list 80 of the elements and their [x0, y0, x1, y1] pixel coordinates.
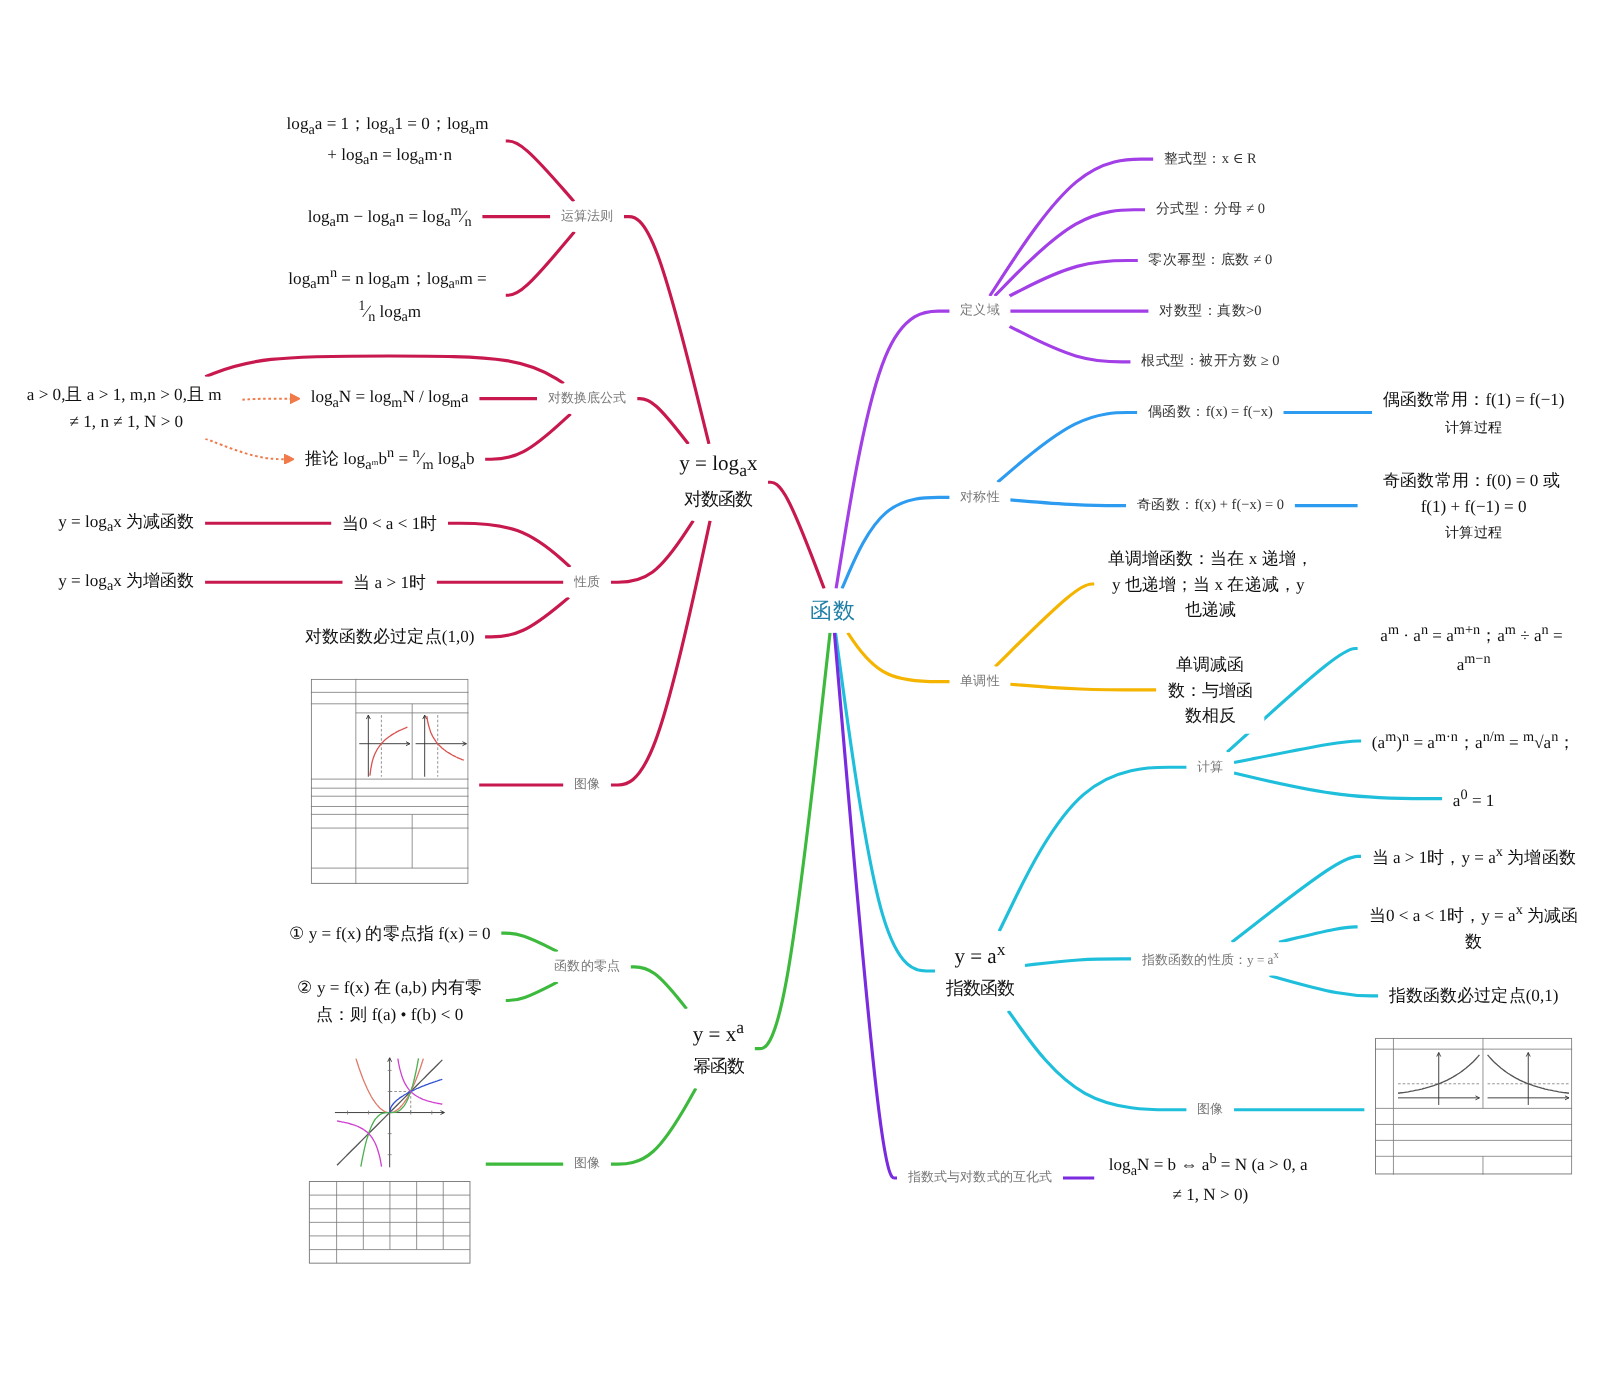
connector	[485, 412, 572, 461]
connector	[205, 580, 343, 584]
connector	[482, 215, 551, 219]
graph-drawing	[304, 1055, 476, 1266]
connector	[505, 980, 559, 1003]
node-text: log$_{a}$N = b ⇔ a$^{b}$ = N (a > 0, a ≠ 1, N > 0)	[1108, 1151, 1308, 1205]
connector	[988, 157, 1154, 297]
connector	[205, 521, 332, 525]
connector	[1230, 854, 1361, 944]
node-text: 当 a > 1时	[353, 572, 427, 592]
node-text: log$_{a}$m$^{n}$ = n log$_{a}$m；log$_{aⁿ}$m = $^{1}$⁄$_{n}$ log$_{a}$m	[288, 264, 487, 326]
node-text: a$^{0}$ = 1	[1452, 786, 1495, 810]
connector	[505, 139, 576, 203]
connector	[1010, 682, 1157, 692]
connector	[1006, 1009, 1187, 1112]
connector	[447, 521, 572, 569]
node-text: ① y = f(x) 的零点指 f(x) = 0	[288, 922, 491, 943]
node-text: y = a$^{x}$ 指数函数	[945, 939, 1015, 999]
connector	[1226, 646, 1358, 754]
node-text: a$^{m}$ · a$^{n}$ = a$^{m+n}$；a$^{m}$ ÷ a$^{n}$ = a$^{m−n}$	[1380, 622, 1563, 674]
connector	[993, 208, 1146, 298]
connector	[610, 520, 712, 787]
node-text: log$_{a}$m − log$_{a}$n = log$_{a}$$^{m}$⁄$_{n}$	[307, 202, 472, 231]
connector	[436, 580, 564, 584]
connector	[630, 965, 688, 1010]
connector	[1010, 498, 1126, 508]
connector	[624, 215, 711, 445]
connector	[768, 480, 826, 590]
node-text: 当 a > 1时，y = a$^{x}$ 为增函数	[1371, 844, 1576, 868]
node-text: y = log$_{a}$x 为减函数	[58, 510, 195, 536]
node-text: (a$^{m}$)$^{n}$ = a$^{m·n}$；a$^{n/m}$ = $^{m}$√a$^{n}$；	[1371, 729, 1576, 753]
node-text: 指数函数必过定点(0,1)	[1388, 985, 1559, 1006]
node-text: log$_{a}$N = log$_{m}$N / log$_{m}$a	[310, 386, 469, 411]
connector	[1010, 309, 1149, 313]
node-text: y = log$_{a}$x 对数函数	[679, 453, 758, 509]
node-text: 推论 log$_{aᵐ}$b$^{n}$ = $^{n}$⁄$_{m}$ log$_{a}$b	[304, 445, 475, 473]
connector	[846, 631, 950, 684]
connector	[1008, 258, 1138, 298]
node-text: log$_{a}$a = 1；log$_{a}$1 = 0；log$_{a}$m + log$_{a}$n = log$_{a}$m·n	[286, 113, 489, 169]
connector	[204, 354, 565, 385]
connector	[996, 410, 1138, 484]
connector	[832, 632, 898, 1180]
node-text: y = log$_{a}$x 为增函数	[58, 569, 195, 595]
connector	[1024, 957, 1132, 968]
connector	[754, 632, 832, 1051]
table-drawing	[310, 678, 469, 884]
connector	[1233, 771, 1443, 801]
connector	[1278, 925, 1358, 944]
connector	[833, 632, 936, 973]
node-text: 当0 < a < 1时，y = a$^{x}$ 为减函数	[1368, 902, 1579, 951]
connector	[1283, 410, 1373, 415]
connector	[834, 309, 950, 589]
node-text: 对数函数必过定点(1,0)	[304, 626, 475, 647]
node-text: ② y = f(x) 在 (a,b) 内有零点：则 f(a) • f(b) < 0	[296, 977, 483, 1023]
connector	[505, 230, 576, 297]
table-drawing	[1374, 1037, 1573, 1175]
node-text: a > 0,且 a > 1, m,n > 0,且 m ≠ 1, n ≠ 1, N > 0	[26, 384, 222, 430]
connector	[1269, 974, 1379, 998]
arrow	[204, 437, 295, 465]
connector	[1233, 739, 1362, 765]
connector	[994, 582, 1095, 668]
connector	[840, 495, 950, 590]
connector	[479, 397, 538, 401]
connector	[485, 1162, 564, 1166]
connector	[1234, 1108, 1365, 1112]
node-text: 函数	[810, 597, 855, 623]
connector	[485, 596, 570, 639]
connector	[1294, 504, 1358, 508]
node-text: 当0 < a < 1时	[341, 513, 438, 533]
connector	[1062, 1176, 1095, 1180]
connector	[501, 931, 559, 954]
connector	[479, 783, 564, 787]
connector	[610, 1087, 698, 1166]
connector	[997, 765, 1187, 932]
node-text: y = x$^{a}$ 幂函数	[692, 1016, 745, 1077]
connector	[637, 397, 690, 445]
connector	[610, 519, 695, 584]
arrow	[241, 392, 301, 405]
node-text: 单调增函数：当在 x 递增，y 也递增；当 x 在递减，y 也递减	[1107, 548, 1314, 620]
connector	[1008, 324, 1131, 364]
